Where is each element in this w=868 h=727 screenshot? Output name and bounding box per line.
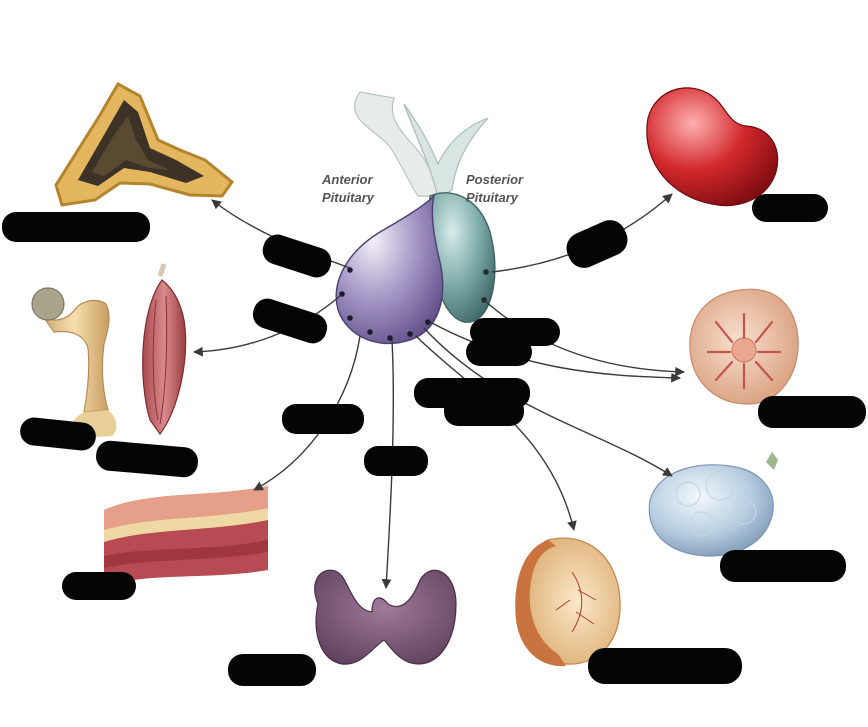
redacted-label-gh — [252, 298, 328, 344]
redacted-label-testis — [588, 648, 742, 684]
redacted-label-tsh — [364, 446, 428, 476]
anterior-pituitary-label-line1: Anterior — [321, 172, 374, 187]
anterior-secretion-dots — [339, 267, 431, 341]
redacted-label-ovary — [720, 550, 846, 582]
anterior-pituitary-lobe — [335, 193, 444, 345]
redacted-label-skin — [62, 572, 136, 600]
pituitary-stalk — [353, 91, 439, 197]
redacted-label-acth — [262, 234, 332, 278]
hormone-arrows — [193, 193, 685, 589]
redacted-labels — [2, 194, 866, 686]
redacted-label-thyroid — [228, 654, 316, 686]
anterior-pituitary-label-line2: Pituitary — [322, 190, 375, 205]
arrow-to-mammary-posterior — [483, 299, 685, 377]
arrow-to-ovary — [423, 327, 673, 477]
testis-illustration — [515, 537, 621, 667]
kidney-illustration — [646, 87, 779, 207]
ovary-illustration — [648, 452, 778, 557]
skin-tissue-illustration — [104, 486, 268, 586]
arrow-to-mammary-anterior — [429, 321, 681, 383]
redacted-label-mammary — [758, 396, 866, 428]
redacted-label-lh — [444, 396, 524, 426]
redacted-label-adh — [566, 220, 628, 268]
redacted-label-muscle — [96, 440, 198, 478]
bone-illustration — [31, 287, 117, 438]
redacted-label-msh — [282, 404, 364, 434]
redacted-label-adrenal — [2, 212, 150, 242]
adrenal-gland-illustration — [54, 81, 235, 207]
redacted-label-kidney — [752, 194, 828, 222]
redacted-label-prolactin — [466, 338, 532, 366]
muscle-illustration — [142, 263, 187, 436]
thyroid-gland-illustration — [314, 569, 457, 665]
pituitary-gland — [335, 91, 496, 345]
redacted-label-bone — [20, 417, 96, 451]
posterior-pituitary-label-line2: Pituitary — [466, 190, 519, 205]
posterior-pituitary-label-line1: Posterior — [466, 172, 524, 187]
arrow-to-bone-muscle — [193, 295, 341, 357]
mammary-gland-illustration — [689, 288, 799, 405]
